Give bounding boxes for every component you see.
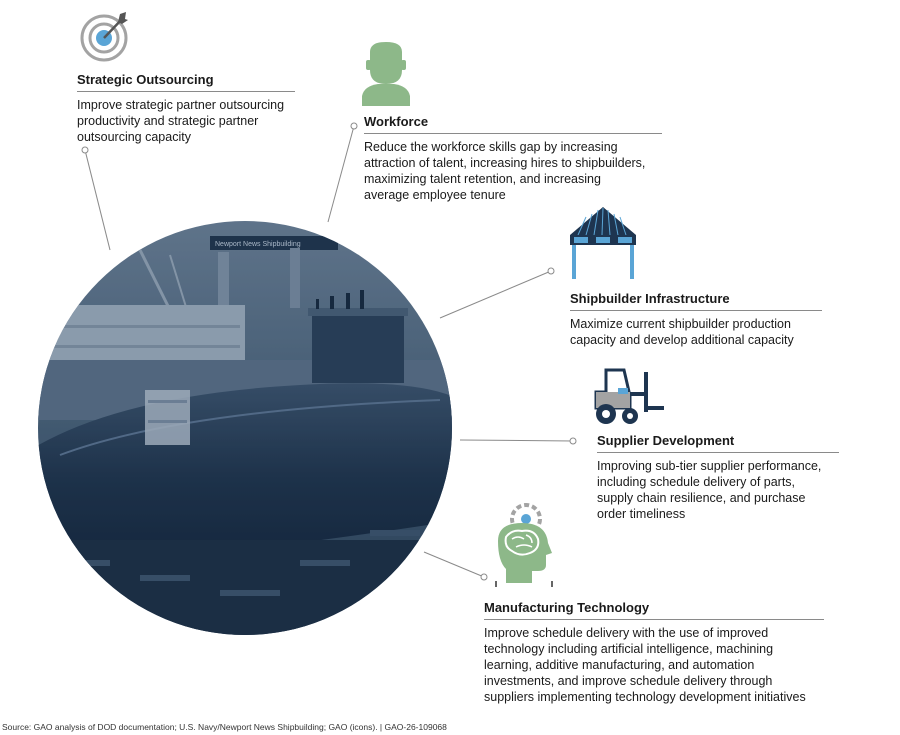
connector-dot [547, 267, 555, 275]
item-manufacturing-technology: Manufacturing Technology Improve schedul… [484, 600, 824, 705]
connector-manufacturing-technology [423, 551, 485, 578]
item-workforce: Workforce Reduce the workforce skills ga… [364, 114, 662, 203]
brain-head-icon [495, 503, 553, 587]
item-title: Supplier Development [597, 433, 735, 448]
item-supplier-development: Supplier Development Improving sub-tier … [597, 433, 839, 522]
item-description: Maximize current shipbuilder production … [570, 317, 794, 347]
forklift-icon [594, 368, 664, 424]
source-note: Source: GAO analysis of DOD documentatio… [2, 722, 447, 732]
divider [597, 452, 839, 453]
item-title: Workforce [364, 114, 429, 129]
divider [77, 91, 295, 92]
sign-text: Newport News Shipbuilding [215, 241, 301, 248]
target-icon [80, 12, 128, 62]
item-strategic-outsourcing: Strategic Outsourcing Improve strategic … [77, 72, 295, 145]
item-description: Improve strategic partner outsourcing pr… [77, 98, 285, 144]
connector-dot [480, 573, 488, 581]
item-shipbuilder-infrastructure: Shipbuilder Infrastructure Maximize curr… [570, 291, 822, 348]
building-icon [570, 207, 636, 279]
divider [570, 310, 822, 311]
item-description: Improving sub-tier supplier performance,… [597, 459, 822, 521]
item-description: Reduce the workforce skills gap by incre… [364, 140, 646, 202]
connector-dot [81, 146, 89, 154]
connector-shipbuilder-infrastructure [439, 270, 552, 319]
item-title: Shipbuilder Infrastructure [570, 291, 730, 306]
connector-dot [569, 437, 577, 445]
connector-strategic-outsourcing [84, 149, 111, 251]
divider [484, 619, 824, 620]
connector-supplier-development [459, 439, 574, 442]
divider [364, 133, 662, 134]
person-icon [362, 42, 410, 106]
item-title: Strategic Outsourcing [77, 72, 214, 87]
connector-workforce [327, 125, 355, 223]
shipyard-photo: Newport News Shipbuilding [38, 221, 452, 635]
item-title: Manufacturing Technology [484, 600, 650, 615]
connector-dot [350, 122, 358, 130]
item-description: Improve schedule delivery with the use o… [484, 626, 806, 704]
connector-lines [81, 122, 577, 581]
